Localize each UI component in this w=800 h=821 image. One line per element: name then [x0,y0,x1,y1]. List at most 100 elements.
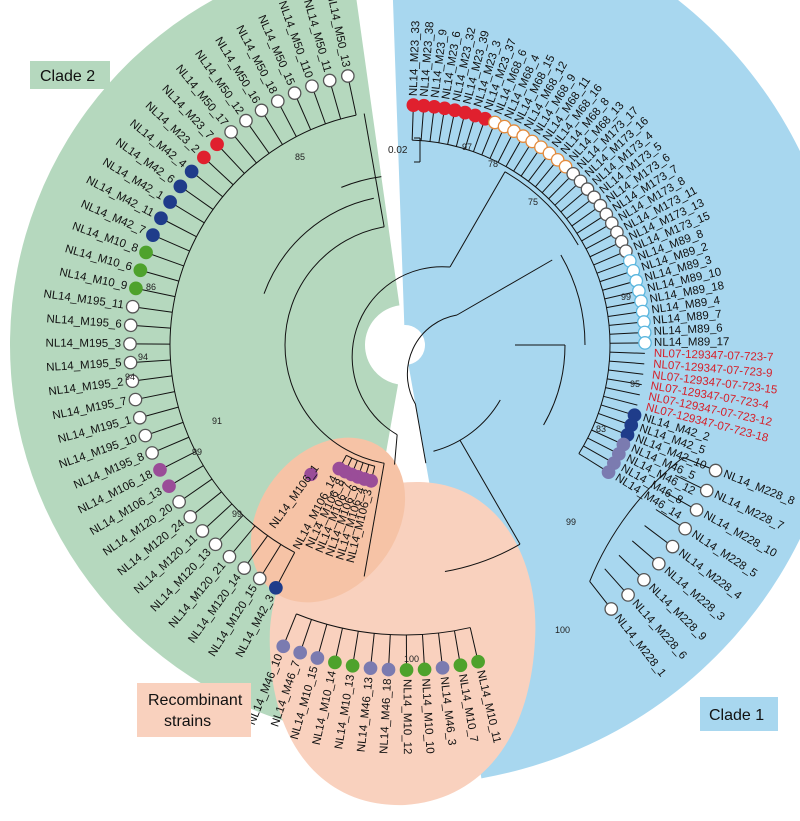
leaf-branch [607,378,642,386]
leaf-marker-dot [363,661,378,676]
leaf-marker-dot [708,463,723,478]
leaf-marker-dot [162,479,176,494]
internal-branch [444,543,521,572]
scale-bar: 0.02 [388,137,421,163]
internal-branch [504,171,579,246]
bootstrap-value: 100 [404,654,419,664]
leaf-marker-dot [138,428,153,443]
internal-branch [459,440,521,545]
leaf-marker-dot [678,521,693,536]
leaf-marker-dot [210,137,224,152]
internal-branch [433,399,501,452]
leaf-marker-dot [651,556,666,571]
leaf-marker-dot [125,374,140,389]
internal-branch [456,259,553,316]
clade-connector [589,456,684,582]
leaf-label: NL07-129347-07-723-7 [654,348,774,364]
bootstrap-value: 85 [295,152,305,162]
leaf-marker-dot [276,639,291,654]
leaf-label: NL14_M89_17 [654,336,730,349]
leaf-branch [609,360,645,365]
leaf-marker-dot [197,150,211,165]
leaf-label: NL14_M89_6 [653,322,723,338]
leaf-marker-dot [222,549,237,564]
leaf-marker-dot [146,228,160,242]
leaf-label: NL14_M23_38 [419,21,437,97]
clade-connector [169,114,357,553]
internal-branch [351,266,451,436]
leaf-marker-dot [305,79,319,94]
leaf-marker-dot [252,571,267,586]
bootstrap-value: 94 [138,352,148,362]
leaf-marker-dot [310,651,325,665]
leaf-marker-dot [328,655,342,670]
leaf-marker-dot [304,467,318,482]
leaf-marker-dot [435,660,450,675]
bootstrap-value: 97 [462,142,472,152]
leaf-marker-dot [340,69,355,83]
leaf-marker-dot [665,539,680,554]
bootstrap-value: 99 [566,517,576,527]
leaf-label: NL14_M46_18 [378,678,394,754]
leaf-marker-dot [123,318,138,333]
internal-branch [284,226,385,464]
leaf-marker-dot [293,645,308,660]
bootstrap-value: 91 [212,416,222,426]
clade-1-label: Clade 1 [709,707,764,724]
clade-connector [296,613,471,636]
internal-branch [394,434,398,465]
internal-branch [560,254,586,346]
clade-connector [346,454,375,467]
recombinant-label-line2: strains [164,713,211,730]
leaf-marker-dot [132,410,147,425]
leaf-marker-dot [453,658,468,673]
leaf-marker-dot [345,658,360,673]
leaf-markers [123,69,723,677]
bootstrap-value: 78 [488,159,498,169]
leaf-marker-dot [163,195,177,209]
leaf-marker-dot [332,461,347,476]
leaf-branch [605,387,640,396]
leaf-branch [603,395,638,406]
bootstrap-value: 83 [596,424,606,434]
internal-branch [363,463,385,577]
leaf-marker-dot [270,94,285,109]
leaf-marker-dot [145,446,159,460]
recombinant-label-line1: Recombinant [148,692,243,709]
internal-branch [341,176,382,188]
leaf-label: NL14_M10_12 [401,679,413,755]
leaf-marker-dot [154,211,168,226]
leaf-marker-dot [399,663,414,677]
leaf-marker-dot [689,503,704,517]
leaf-marker-dot [471,654,485,669]
leaf-marker-dot [173,179,188,194]
leaf-marker-dot [123,355,138,370]
clade-connector [412,139,611,454]
leaf-marker-dot [417,662,432,677]
internal-branch [414,404,427,464]
bootstrap-value: 86 [146,282,156,292]
scale-bar-label: 0.02 [388,145,408,156]
bootstrap-value: 99 [232,509,242,519]
leaf-marker-dot [254,103,269,118]
leaf-marker-dot [239,113,253,128]
leaf-marker-dot [224,125,238,139]
bootstrap-value: 99 [192,447,202,457]
leaf-marker-dot [699,483,714,498]
recombinant-label-box: Recombinant strains [137,683,251,737]
leaf-marker-dot [128,392,143,407]
bootstrap-value: 75 [528,197,538,207]
leaf-label: NL14_M195_5 [46,357,122,374]
leaf-marker-dot [322,73,337,88]
leaf-label: NL14_M23_33 [408,21,423,97]
clade-2-label-box: Clade 2 [30,61,110,89]
leaf-marker-dot [208,537,223,552]
leaf-marker-dot [125,299,140,314]
leaf-branch [609,351,645,354]
leaf-marker-dot [601,465,616,480]
leaf-marker-dot [172,495,186,509]
leaf-marker-dot [153,462,167,477]
